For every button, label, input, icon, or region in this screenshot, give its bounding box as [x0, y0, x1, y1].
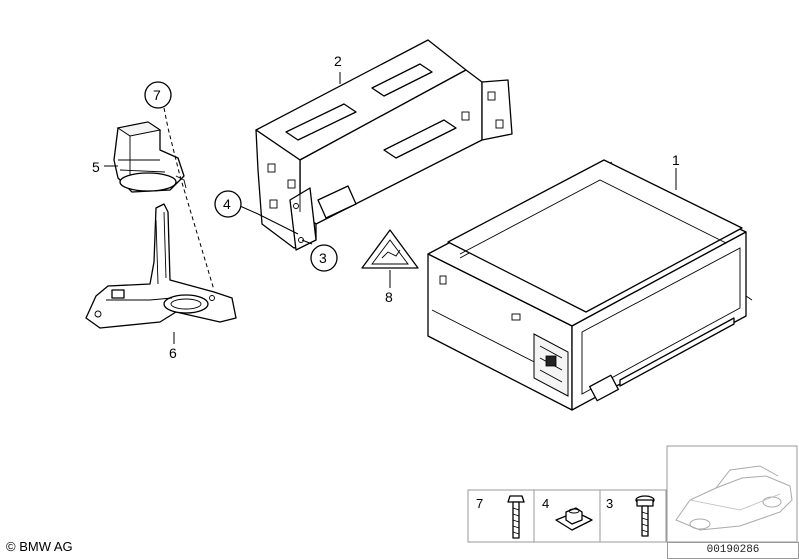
caution-triangle-icon: [361, 229, 419, 269]
callout-5: 5: [92, 159, 100, 175]
clip-nut-icon: [555, 507, 593, 531]
copyright-notice: © BMW AG: [6, 539, 73, 554]
car-silhouette-icon: [666, 445, 798, 543]
callout-4: 4: [214, 190, 242, 218]
svg-text:7: 7: [476, 496, 483, 511]
leader-lines: [104, 72, 677, 344]
parts-legend: 7 4 3: [467, 489, 667, 543]
svg-text:6: 6: [169, 345, 177, 361]
callout-8: 8: [385, 289, 393, 305]
bracket-part-6: [85, 203, 237, 329]
callout-1: 1: [672, 152, 680, 168]
svg-text:1: 1: [672, 152, 680, 168]
svg-text:5: 5: [92, 159, 100, 175]
screw-icon: [635, 495, 655, 537]
connector-part-5: [113, 121, 187, 193]
main-unit-part-1: [427, 159, 753, 411]
svg-text:4: 4: [223, 196, 231, 212]
svg-text:2: 2: [334, 53, 342, 69]
svg-text:3: 3: [319, 250, 327, 266]
frame-part-2: [255, 39, 513, 251]
callout-3: 3: [310, 244, 338, 272]
callout-2: 2: [334, 53, 342, 69]
callout-6: 6: [169, 345, 177, 361]
svg-text:3: 3: [606, 496, 613, 511]
bolt-icon: [507, 495, 525, 539]
svg-text:8: 8: [385, 289, 393, 305]
svg-text:7: 7: [153, 87, 161, 103]
callout-7: 7: [144, 81, 172, 109]
diagram-id: 00190286: [667, 542, 799, 559]
svg-text:4: 4: [542, 496, 549, 511]
